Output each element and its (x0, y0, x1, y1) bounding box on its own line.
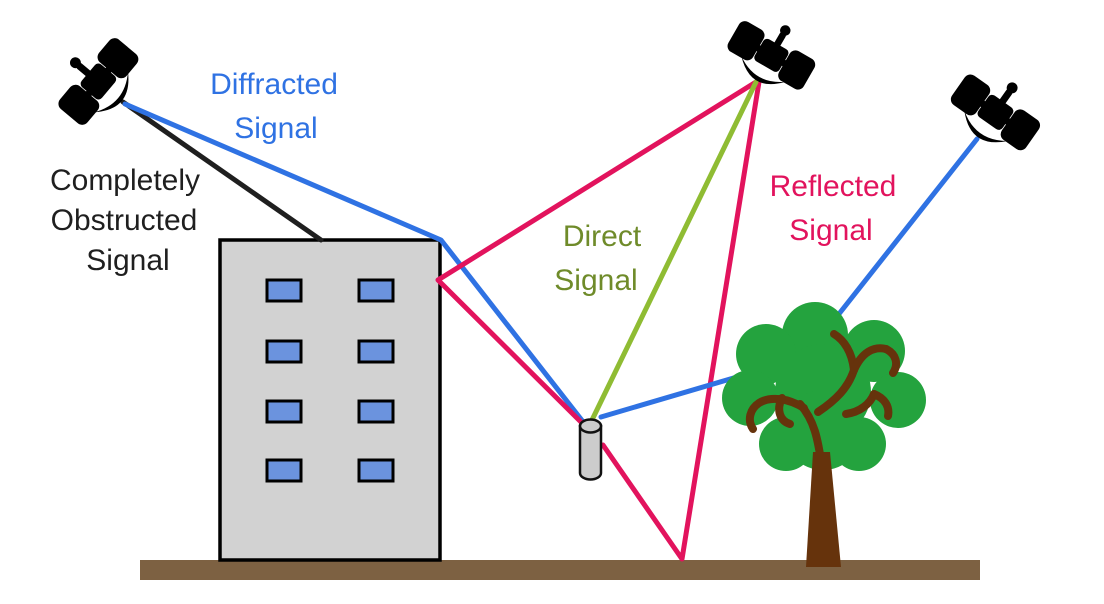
building-windows (265, 278, 395, 483)
building-window (265, 458, 303, 483)
building-window (265, 278, 303, 303)
reflected-signal-label: Reflected (770, 170, 897, 203)
ground-line (140, 560, 980, 580)
building-icon (218, 238, 442, 562)
receiver-top (578, 418, 603, 434)
tree-trunk (806, 452, 841, 567)
diffracted-signal-label: Diffracted (210, 68, 338, 101)
building-window (357, 399, 395, 424)
building-window (357, 339, 395, 364)
obstructed-signal-label: Obstructed (51, 204, 198, 237)
obstructed-signal-label: Completely (50, 164, 200, 197)
satellite-icon (42, 24, 151, 136)
building-body (218, 238, 442, 562)
reflected-signal-line-building (435, 79, 759, 427)
satellite-icon (940, 57, 1053, 164)
direct-signal-label: Signal (554, 264, 637, 297)
receiver-antenna-icon (578, 418, 603, 481)
tree-icon (722, 302, 926, 567)
building-window (265, 339, 303, 364)
obstructed-signal-label: Signal (86, 244, 169, 277)
reflected-signal-label: Signal (789, 214, 872, 247)
satellite-icon (719, 4, 826, 103)
building-window (357, 278, 395, 303)
building-window (357, 458, 395, 483)
direct-signal-line (589, 79, 759, 423)
building-window (265, 399, 303, 424)
direct-signal-label: Direct (563, 220, 642, 253)
reflected-signal-line-ground (600, 79, 762, 562)
diffracted-signal-line (122, 101, 587, 426)
obstructed-signal-line (120, 99, 324, 243)
tree-branches (745, 330, 901, 472)
diffracted-signal-label: Signal (234, 112, 317, 145)
tree-foliage (722, 302, 926, 471)
receiver-body (578, 424, 603, 481)
